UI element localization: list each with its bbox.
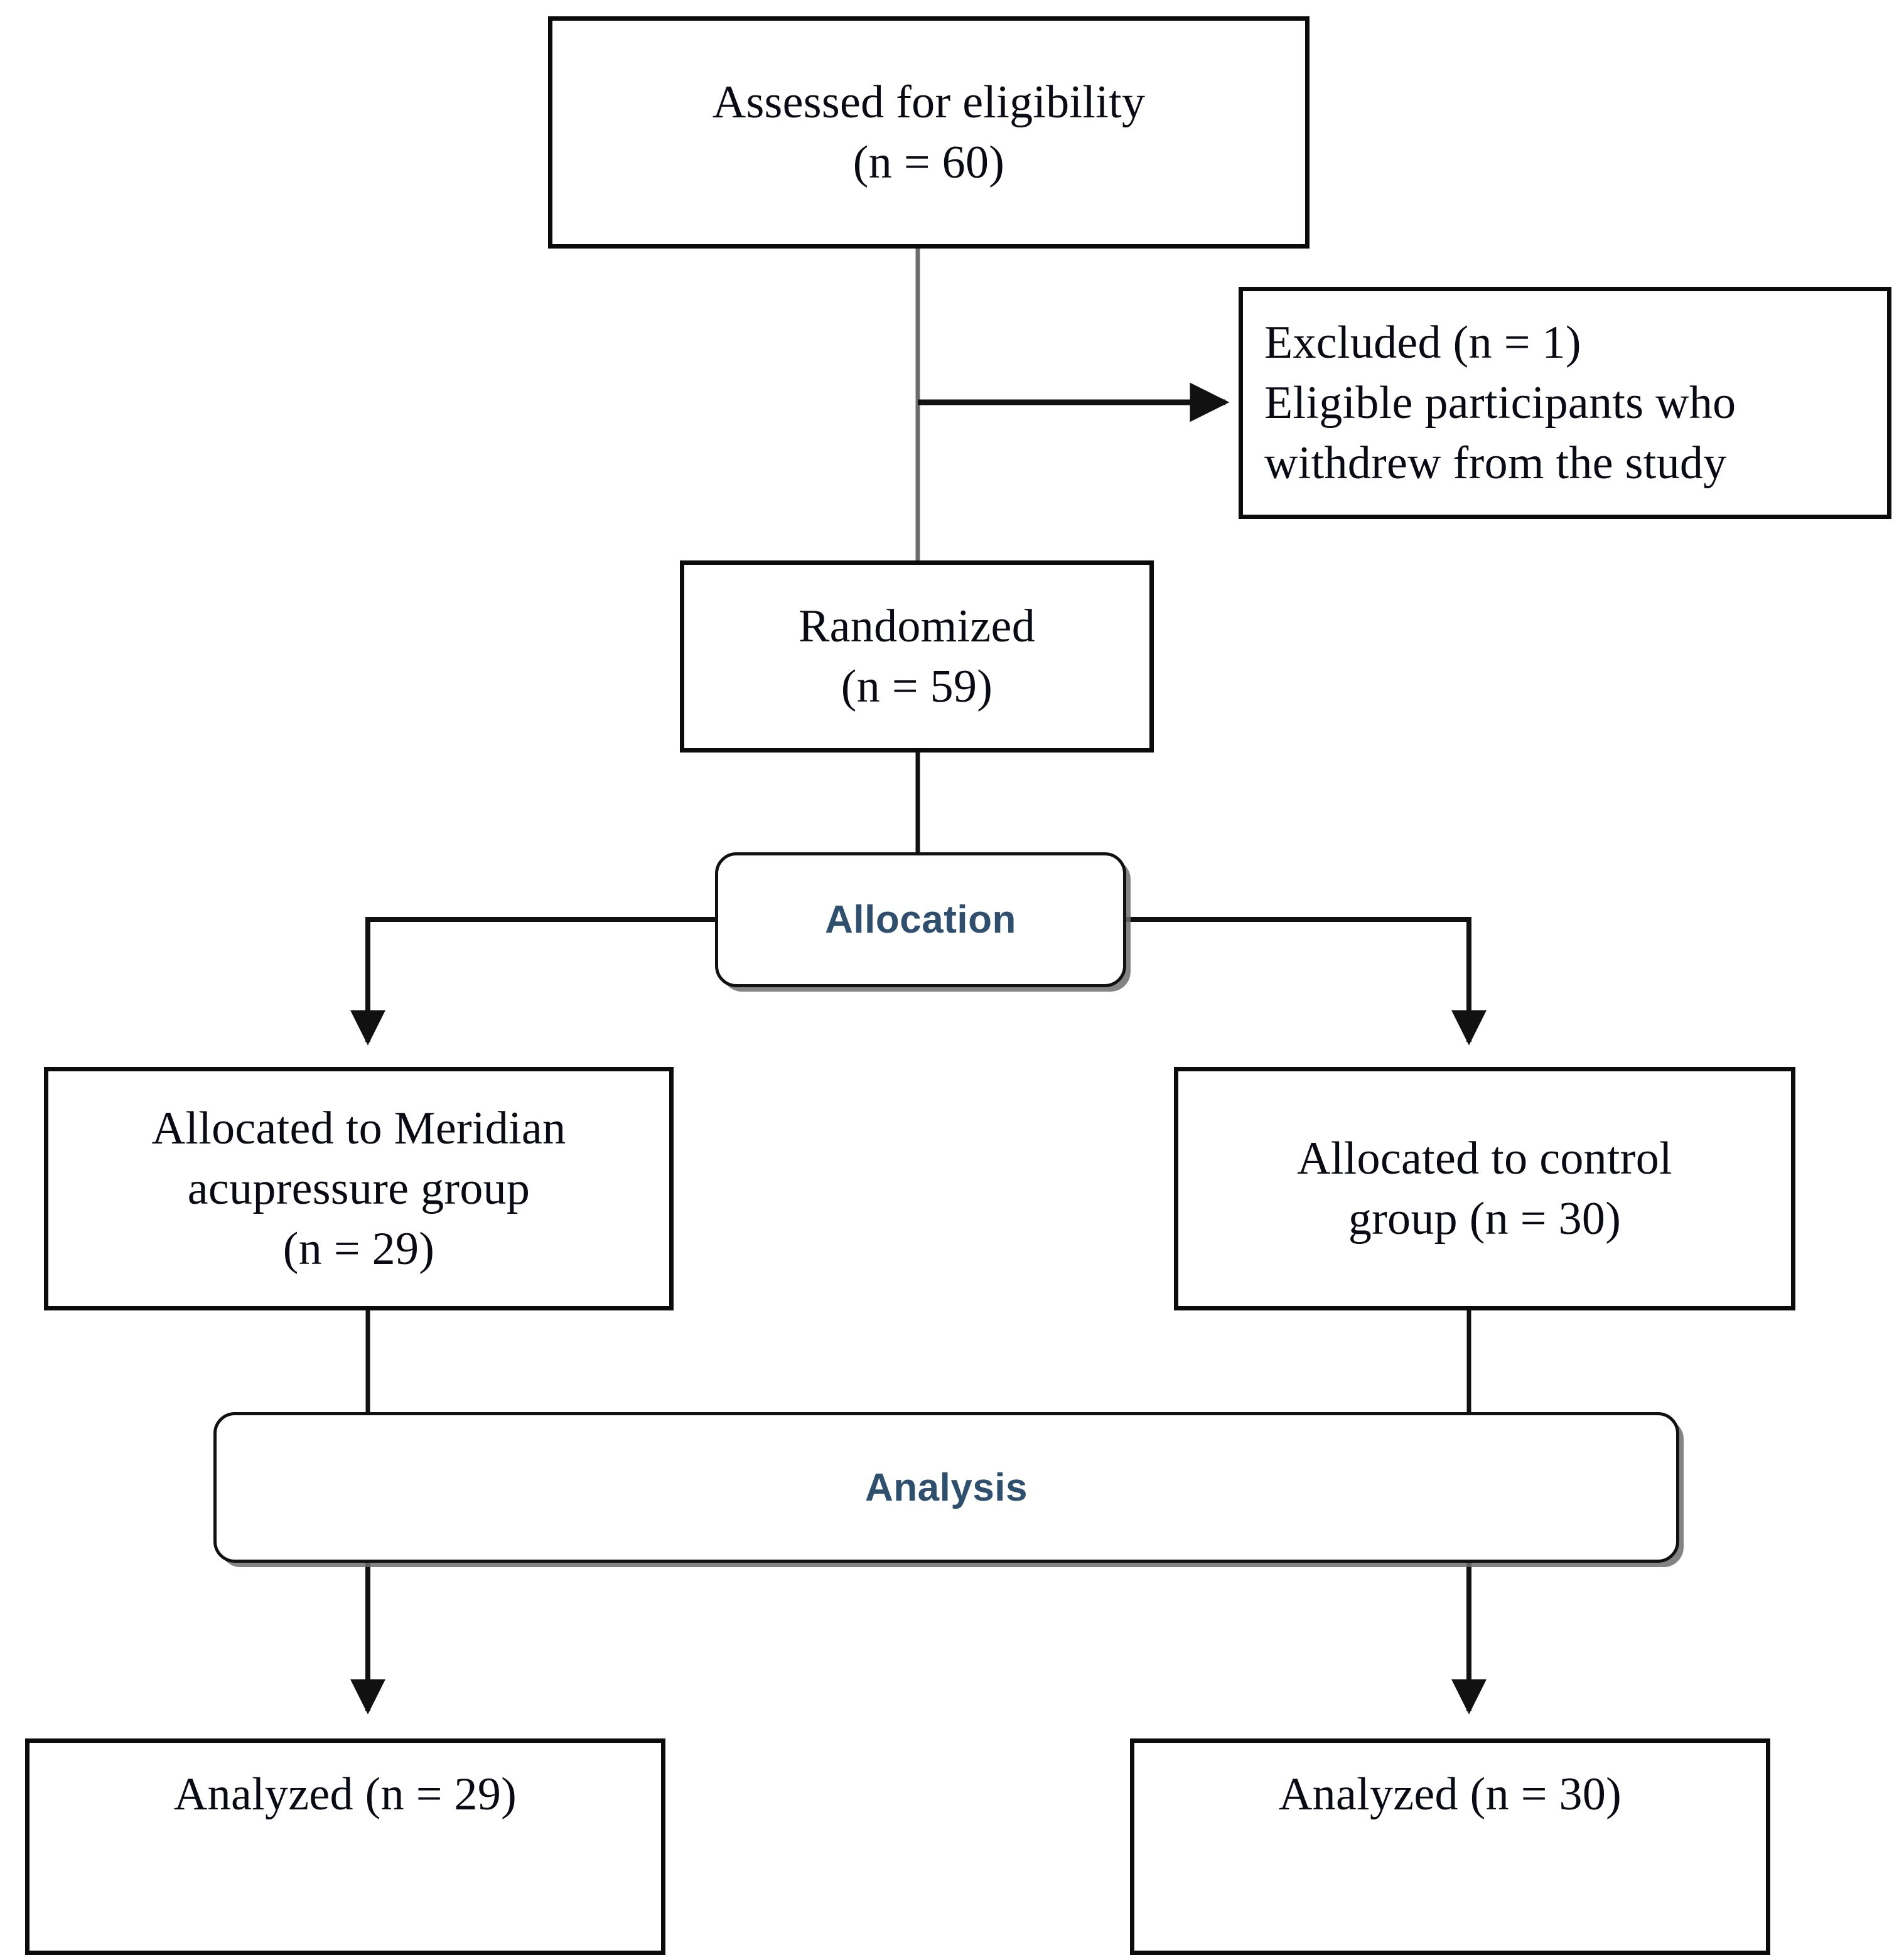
randomized-line-2: (n = 59) (841, 661, 993, 712)
node-analyzed-intervention: Analyzed (n = 29) (25, 1738, 665, 1955)
allocated-intervention-line-3: (n = 29) (282, 1223, 435, 1275)
assessed-line-2: (n = 60) (852, 137, 1005, 188)
stage-banner-analysis: Analysis (213, 1412, 1679, 1563)
allocated-control-line-2: group (n = 30) (1348, 1193, 1622, 1245)
allocated-control-line-1: Allocated to control (1297, 1132, 1672, 1184)
node-allocated-control: Allocated to control group (n = 30) (1174, 1067, 1795, 1310)
allocated-intervention-line-2: acupressure group (187, 1162, 530, 1214)
stage-banner-allocation: Allocation (715, 852, 1126, 987)
assessed-line-1: Assessed for eligibility (712, 76, 1146, 128)
node-randomized: Randomized (n = 59) (680, 560, 1154, 753)
node-excluded: Excluded (n = 1) Eligible participants w… (1239, 287, 1891, 519)
excluded-line-3: withdrew from the study (1264, 437, 1727, 490)
node-assessed-for-eligibility: Assessed for eligibility (n = 60) (548, 16, 1310, 249)
analysis-label: Analysis (864, 1465, 1028, 1509)
allocation-label: Allocation (825, 898, 1016, 941)
connector-allocation-to-left-group (350, 917, 715, 1046)
excluded-line-1: Excluded (n = 1) (1264, 316, 1581, 368)
node-analyzed-control: Analyzed (n = 30) (1130, 1738, 1770, 1955)
node-allocated-intervention: Allocated to Meridian acupressure group … (44, 1067, 674, 1310)
connector-allocation-to-right-group (1126, 917, 1487, 1046)
excluded-line-2: Eligible participants who (1264, 377, 1736, 429)
allocated-intervention-line-1: Allocated to Meridian (151, 1102, 566, 1154)
analyzed-control-line-1: Analyzed (n = 30) (1278, 1769, 1622, 1820)
randomized-line-1: Randomized (798, 600, 1035, 652)
analyzed-intervention-line-1: Analyzed (n = 29) (173, 1769, 517, 1820)
